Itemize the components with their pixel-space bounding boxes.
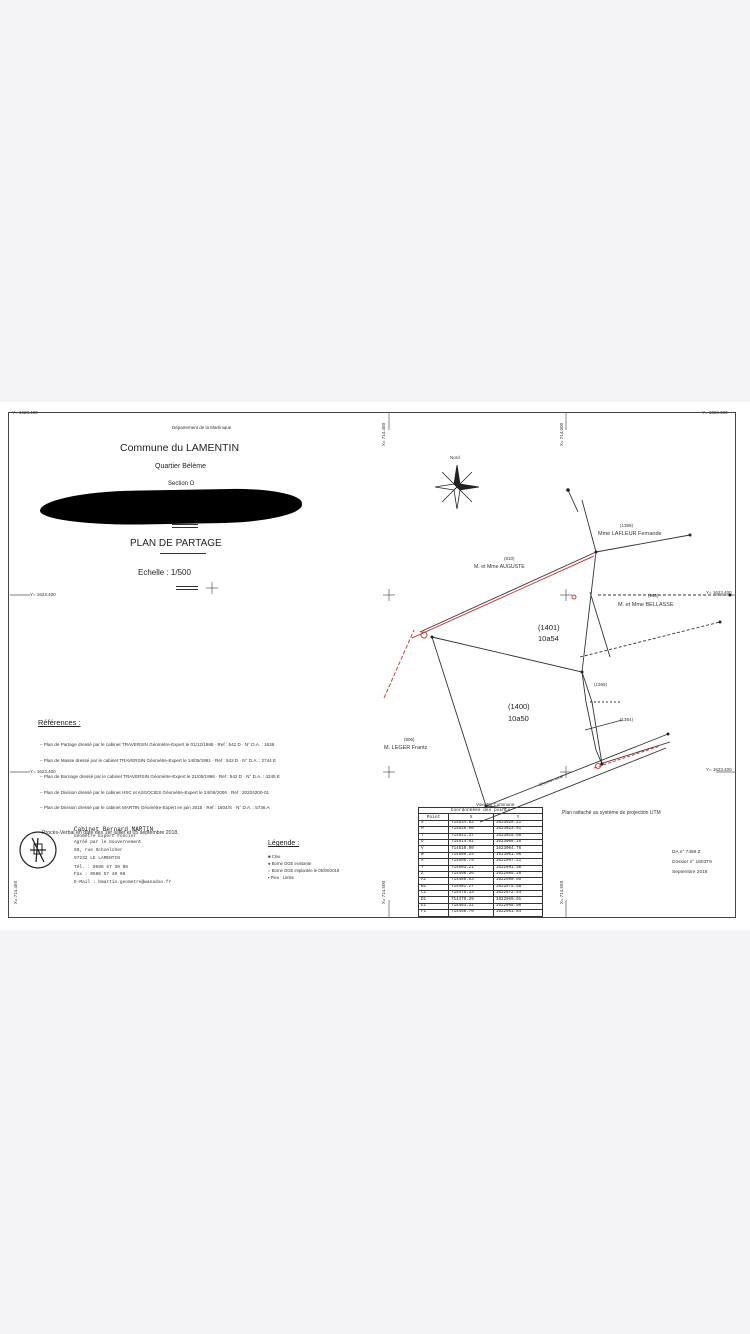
cabinet-name: Cabinet Bernard MARTIN	[74, 826, 154, 833]
table-cell: 714458.70	[448, 909, 494, 917]
parcel-number: (1399)	[620, 523, 634, 528]
da-number: DA n° 7459 Z	[672, 850, 701, 855]
road-label: Voie 3m Commune	[476, 802, 515, 807]
proces-verbal: Procès-Verbal en date des 1er juillet et…	[42, 830, 179, 836]
parcel-number: (806)	[404, 737, 415, 742]
title-underline	[160, 553, 206, 554]
owner-label: M. et Mme AUGUSTE	[474, 564, 525, 570]
grid-label: Y= 1623.400	[706, 590, 732, 595]
section-label: Section O	[168, 481, 195, 487]
parcel-id: (1401)	[538, 623, 560, 632]
grid-label: X= 714.450	[13, 880, 19, 905]
cabinet-line: Agréé par le Gouvernement	[74, 840, 142, 845]
parcel-id: (1400)	[508, 702, 530, 711]
grid-label: X= 714.450	[381, 422, 387, 447]
parcel-number: (965)	[648, 593, 659, 598]
owner-label: Mme LAFLEUR Fernande	[598, 531, 662, 537]
cabinet-line: Géomètre Expert Foncier	[74, 834, 137, 839]
legend-item: ▪ Pieu · Limite	[268, 875, 294, 880]
commune-title: Commune du LAMENTIN	[120, 442, 240, 454]
legend-title: Légende :	[268, 840, 300, 847]
scale-rule	[176, 586, 198, 590]
grid-label: X= 714.500	[381, 880, 387, 905]
grid-label: X= 714.500	[559, 422, 565, 447]
cabinet-logo-icon	[19, 831, 57, 869]
grid-label: X= 714.550	[559, 880, 565, 905]
owner-label: M. LEGER Frantz	[384, 745, 428, 751]
legend-item-label: Borne OGE existante	[271, 861, 312, 866]
red-boundary	[383, 555, 661, 769]
references-title: Références :	[38, 718, 81, 727]
quartier-label: Quartier Bélème	[155, 463, 206, 470]
legend-item: ○ Borne OGE implantée le 05/09/2018	[268, 868, 340, 873]
reference-item: – Plan de Masse dressé par le cabinet TR…	[40, 758, 277, 763]
table-cell: 1622961.84	[492, 909, 544, 917]
parcel-area: 10a50	[508, 714, 529, 723]
plan-frame	[8, 412, 736, 918]
scanned-plan-document: Y= 1623.400 Y= 1623.600 Y= 1623.400 Y= 1…	[0, 402, 750, 930]
reference-item: – Plan de Partage dressé par le cabinet …	[40, 742, 275, 747]
legend-item-label: Clou	[271, 854, 281, 859]
reference-item: – Plan de Division dressé par le cabinet…	[40, 805, 270, 810]
owner-label: M. et Mme BELLASSE	[618, 602, 674, 608]
grid-label: Y= 1623.400	[30, 592, 56, 597]
parcel-number: (1364)	[620, 717, 634, 722]
north-label: Nord	[450, 455, 460, 460]
cabinet-line: 97232 LE LAMENTIN	[74, 856, 120, 861]
boundary-markers	[430, 488, 732, 808]
title-rule	[172, 524, 198, 528]
grid-label: Y= 1623.600	[702, 410, 728, 415]
north-arrow-icon	[434, 464, 480, 510]
grid-label: Y= 1623.400	[706, 767, 732, 772]
cabinet-tel: Tél. : 0596 57 30 08	[74, 865, 129, 870]
scale-label: Echelle : 1/500	[138, 568, 191, 577]
cabinet-line: 60, rue Schoelcher	[74, 848, 123, 853]
legend-item-label: Borne OGE implantée le 05/09/2018	[271, 868, 340, 873]
legend-item: ■ Clou	[268, 854, 281, 859]
departement-label: Département de la Martinique	[172, 425, 232, 430]
parcel-area: 10a54	[538, 634, 559, 643]
reference-item: – Plan de Bornage dressé par le cabinet …	[40, 774, 280, 779]
parcel-number: (1366)	[594, 682, 608, 687]
projection-note: Plan rattaché au système de projection U…	[562, 810, 661, 816]
cabinet-email: E-Mail : bmartin.geometre@wanadoo.fr	[74, 880, 172, 885]
parcel-number: (810)	[504, 556, 515, 561]
legend-item: ● Borne OGE existante	[268, 861, 312, 866]
reference-item: – Plan de Division dressé par le cabinet…	[40, 790, 270, 795]
cabinet-fax: Fax : 0596 57 49 08	[74, 872, 126, 877]
legend-item-label: Pieu · Limite	[270, 875, 294, 880]
grid-label: Y= 1623.400	[12, 410, 38, 415]
table-cell: F1	[417, 909, 450, 917]
plan-title: PLAN DE PARTAGE	[130, 538, 222, 549]
dossier-date: Septembre 2018	[672, 870, 708, 875]
grid-label: Y= 1623.400	[30, 769, 56, 774]
dossier-number: Dossier n° 1803T9	[672, 860, 712, 865]
